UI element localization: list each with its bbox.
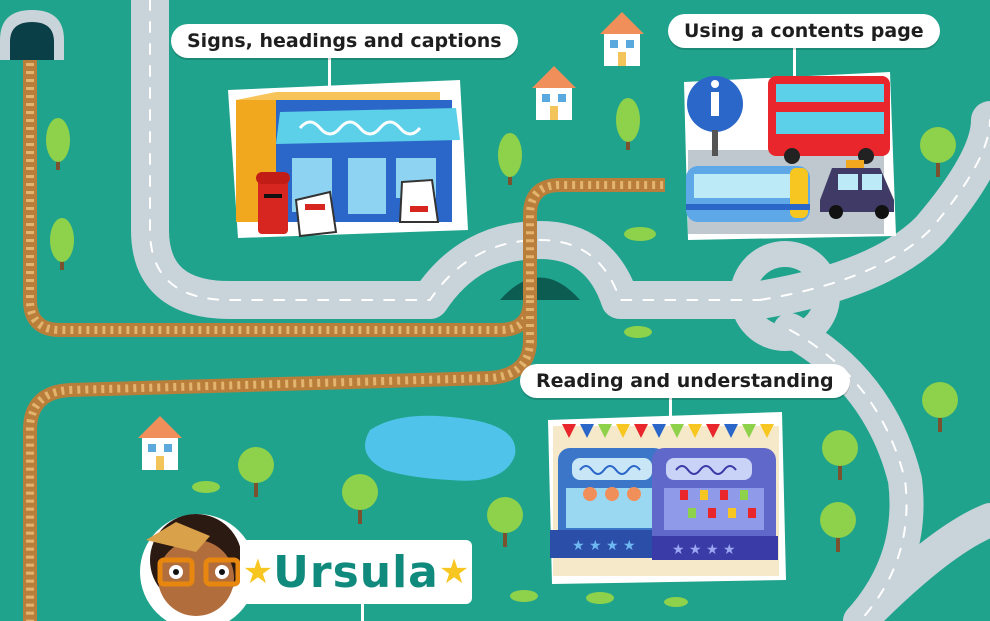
- ursula-banner[interactable]: ★ Ursula ★: [240, 540, 472, 604]
- bridge-arch: [500, 277, 580, 300]
- svg-text:★ ★ ★ ★: ★ ★ ★ ★: [672, 542, 736, 558]
- label-stem-signs: [328, 58, 331, 88]
- shrubs: [192, 227, 688, 607]
- bunting: [562, 424, 774, 438]
- hotspot-reading-label: Reading and understanding: [536, 370, 834, 392]
- railway: [23, 55, 665, 621]
- hotspot-signs-headings-captions[interactable]: Signs, headings and captions: [171, 24, 518, 58]
- hotspot-signs-label: Signs, headings and captions: [187, 30, 502, 52]
- roads: [131, 0, 990, 621]
- ursula-avatar[interactable]: [140, 514, 256, 621]
- banner-stem: [361, 604, 364, 621]
- hotspot-contents-label: Using a contents page: [684, 20, 924, 42]
- label-stem-contents: [793, 48, 796, 76]
- transport-sticker[interactable]: [684, 72, 896, 240]
- star-icon: ★: [438, 552, 470, 592]
- svg-text:★ ★ ★ ★: ★ ★ ★ ★: [572, 538, 636, 554]
- tunnel: [0, 10, 64, 60]
- hotspot-reading-understanding[interactable]: Reading and understanding: [520, 364, 850, 398]
- shop-sticker[interactable]: [228, 80, 468, 238]
- character-name: Ursula: [273, 546, 439, 598]
- star-icon: ★: [242, 552, 274, 592]
- houses: [138, 12, 644, 470]
- trees: [46, 98, 958, 552]
- label-stem-reading: [669, 396, 672, 420]
- hotspot-using-contents-page[interactable]: Using a contents page: [668, 14, 940, 48]
- fair-sticker[interactable]: ★ ★ ★ ★ ★ ★ ★ ★: [548, 412, 786, 584]
- pond: [365, 415, 516, 481]
